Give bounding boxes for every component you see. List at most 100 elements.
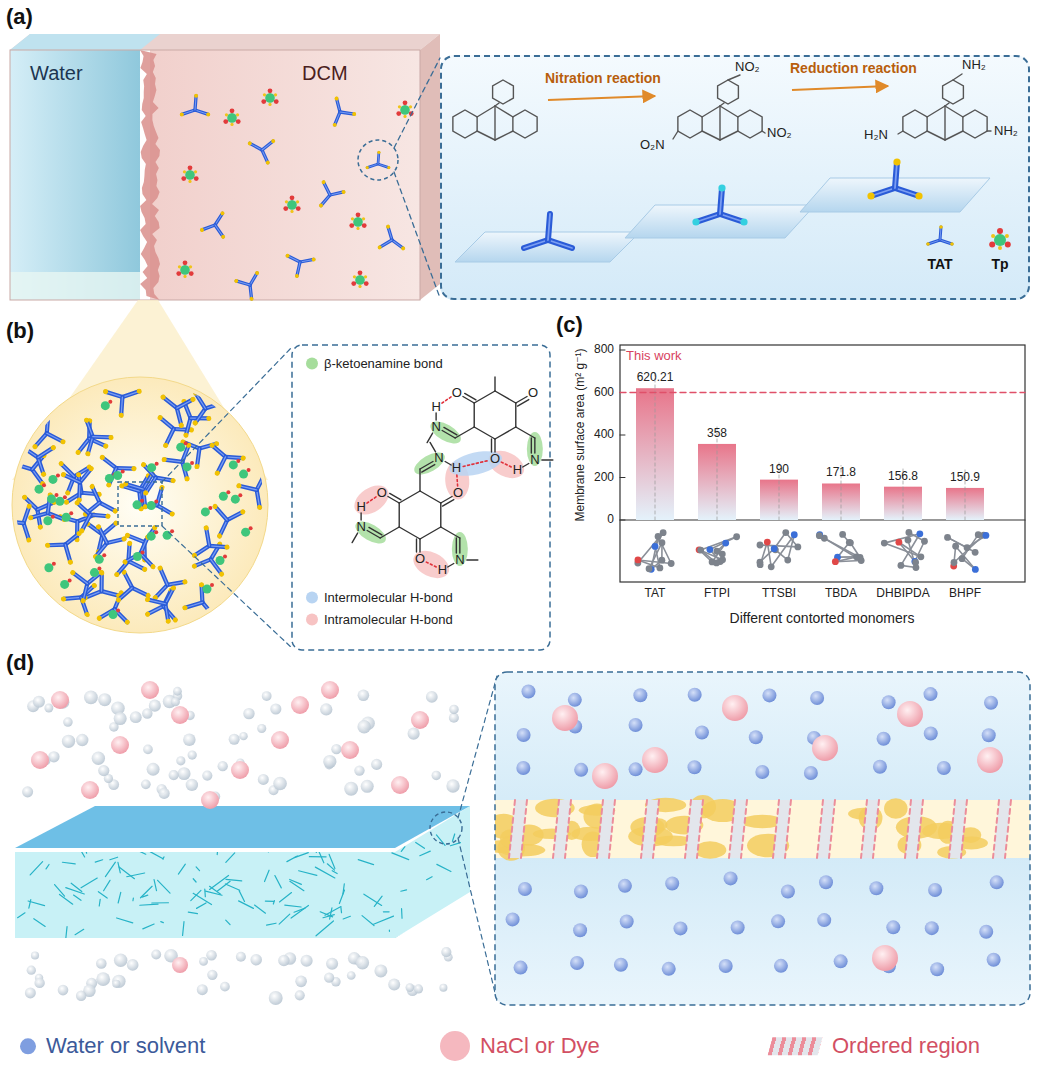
monomer-model <box>816 531 865 565</box>
line-shape <box>195 110 208 114</box>
monomer-name: TTSBI <box>762 587 796 601</box>
polygon-shape <box>949 800 967 858</box>
circle-shape <box>356 212 361 217</box>
line-shape <box>495 103 499 106</box>
line-shape <box>384 227 395 240</box>
circle-shape <box>944 534 951 541</box>
circle-shape <box>48 475 57 484</box>
circle-shape <box>126 540 133 547</box>
line-shape <box>255 905 266 913</box>
circle-shape <box>171 585 177 591</box>
circle-shape <box>239 732 247 740</box>
line-shape <box>384 227 395 240</box>
line-shape <box>12 821 28 830</box>
line-shape <box>185 601 202 609</box>
circle-shape <box>170 529 174 533</box>
circle-shape <box>449 705 459 715</box>
circle-shape <box>274 99 279 104</box>
circle-shape <box>697 547 704 554</box>
circle-shape <box>56 473 60 477</box>
tat-molecule <box>121 534 168 582</box>
g-shape <box>3 380 268 637</box>
line-shape <box>102 590 119 597</box>
circle-shape <box>915 192 922 199</box>
circle-shape <box>518 882 532 896</box>
circle-shape <box>189 265 192 268</box>
tat-molecule <box>142 581 177 624</box>
circle-shape <box>58 985 69 996</box>
circle-shape <box>344 782 358 796</box>
path-shape <box>903 110 927 138</box>
ellipse-shape <box>484 445 529 483</box>
line-shape <box>928 240 940 244</box>
circle-shape <box>387 166 390 169</box>
circle-shape <box>121 535 128 542</box>
circle-shape <box>291 696 309 714</box>
line-shape <box>440 503 441 527</box>
rect-shape <box>495 672 1030 1005</box>
tick-label: 400 <box>594 428 614 442</box>
line-shape <box>80 597 89 614</box>
line-shape <box>90 510 108 522</box>
circle-shape <box>810 691 824 705</box>
line-shape <box>93 436 111 438</box>
circle-shape <box>358 285 361 288</box>
legend-text: Intramolecular H-bond <box>324 613 453 628</box>
line-shape <box>172 408 186 425</box>
line-shape <box>147 600 165 604</box>
line-shape <box>347 848 361 850</box>
circle-shape <box>115 596 122 603</box>
ellipse-shape <box>447 447 505 481</box>
panel-label: (b) <box>6 318 34 343</box>
line-shape <box>182 110 195 114</box>
circle-shape <box>269 991 283 1005</box>
line-shape <box>720 131 738 140</box>
circle-shape <box>249 296 254 301</box>
g-shape <box>495 685 1030 977</box>
circle-shape <box>869 881 883 895</box>
line-shape <box>399 491 420 503</box>
line-shape <box>720 103 724 106</box>
tat-molecule <box>54 457 95 503</box>
line-shape <box>300 258 314 264</box>
annotation: This work <box>626 349 682 364</box>
circle-shape <box>214 470 221 477</box>
line-shape <box>106 391 123 397</box>
ellipse-shape <box>411 448 448 479</box>
line-shape <box>205 528 211 546</box>
line-shape <box>773 800 779 858</box>
line-shape <box>291 906 308 919</box>
path-shape <box>718 80 739 104</box>
line-shape <box>378 164 389 168</box>
polygon-shape <box>10 34 440 50</box>
line-shape <box>940 240 952 244</box>
atom-label: O <box>377 486 387 501</box>
rect-shape <box>10 272 140 300</box>
line-shape <box>720 214 744 222</box>
circle-shape <box>620 914 634 928</box>
circle-shape <box>105 474 114 483</box>
circle-shape <box>130 711 142 723</box>
circle-shape <box>63 717 73 727</box>
line-shape <box>835 561 861 562</box>
line-shape <box>164 460 182 462</box>
circle-shape <box>403 100 408 105</box>
circle-shape <box>258 774 269 785</box>
monomer-model <box>881 529 928 571</box>
circle-shape <box>618 879 632 893</box>
circle-shape <box>517 728 531 742</box>
path-shape <box>140 50 160 300</box>
line-shape <box>239 486 257 490</box>
circle-shape <box>362 223 367 228</box>
circle-shape <box>249 526 253 530</box>
circle-shape <box>323 755 336 768</box>
line-shape <box>392 853 409 860</box>
line-shape <box>455 427 474 438</box>
line-shape <box>895 188 919 196</box>
line-shape <box>332 871 337 874</box>
circle-shape <box>76 990 86 1000</box>
circle-shape <box>886 920 900 934</box>
line-shape <box>107 534 124 548</box>
line-shape <box>185 601 202 609</box>
line-shape <box>154 880 156 891</box>
